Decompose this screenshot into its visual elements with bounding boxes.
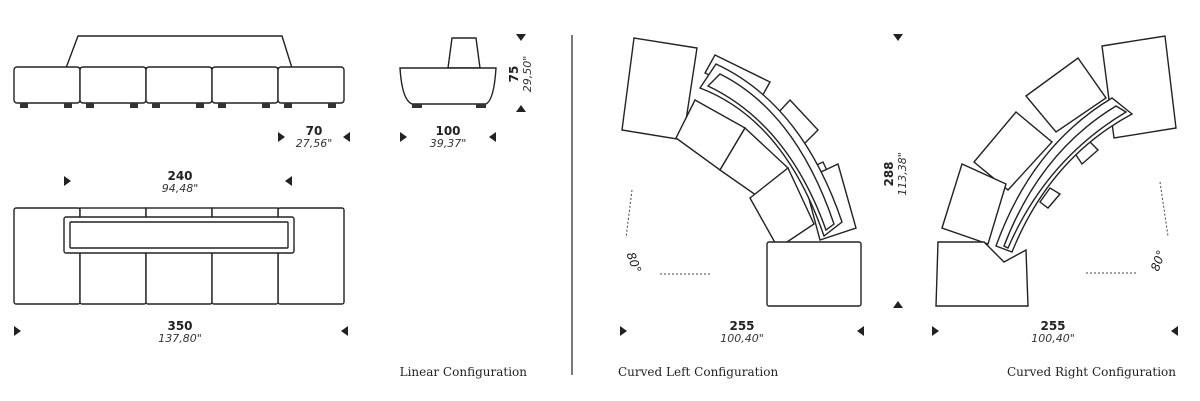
dimension-marker	[516, 34, 526, 41]
dimension-marker	[620, 326, 627, 336]
curved-backrest-inner	[706, 73, 835, 232]
curved-seat-cushion	[941, 163, 1007, 245]
dimension-marker	[516, 105, 526, 112]
straight-end-module	[935, 241, 1029, 307]
seat-cushion-top	[79, 251, 147, 305]
backrest-front	[64, 35, 293, 69]
curved-left-caption: Curved Left Configuration	[618, 365, 778, 379]
seat-module-front	[79, 66, 147, 104]
depth-in: 39,37"	[430, 137, 467, 150]
linear-side-view: 100 39,37" 75 29,50"	[399, 34, 534, 150]
sofa-feet	[20, 103, 336, 108]
backrest-width-cm: 240	[167, 169, 192, 183]
straight-end-module	[766, 241, 862, 307]
dimension-marker	[1171, 326, 1178, 336]
curved-backrest	[698, 63, 843, 238]
module-width-in: 27,56"	[296, 137, 333, 150]
angle-guide	[625, 189, 633, 239]
curved-backrest-inner	[1003, 105, 1128, 249]
seat-module-front	[13, 66, 81, 104]
foot	[476, 104, 486, 108]
dimension-marker	[893, 301, 903, 308]
backrest-inner	[69, 221, 289, 249]
total-width-in: 137,80"	[158, 332, 202, 345]
dimension-marker	[893, 34, 903, 41]
curved-backrest	[995, 97, 1134, 253]
curved-right-width-in: 100,40"	[1031, 332, 1075, 345]
height-cm: 75	[507, 66, 521, 83]
curved-depth-cm: 288	[882, 161, 896, 186]
curved-right-view: 80° 255 100,40"	[932, 35, 1178, 345]
linear-caption: Linear Configuration	[400, 365, 528, 379]
curved-left-view: 80° 255 100,40"	[620, 37, 864, 345]
curved-left-width-in: 100,40"	[720, 332, 764, 345]
curved-seat-cushion	[1024, 57, 1107, 133]
dimension-marker	[857, 326, 864, 336]
seat-module-front	[145, 66, 213, 104]
linear-front-view: 70 27,56"	[13, 35, 350, 150]
dimension-marker	[343, 132, 350, 142]
seat-module-front	[211, 66, 279, 104]
dimension-marker	[64, 176, 71, 186]
curved-depth-in: 113,38"	[896, 152, 909, 196]
angle-label: 80°	[1148, 248, 1168, 273]
curved-depth-dimension: 288 113,38"	[882, 34, 909, 308]
seat-module-front	[277, 66, 345, 104]
dimension-marker	[14, 326, 21, 336]
backrest-width-in: 94,48"	[162, 182, 199, 195]
curved-right-width-cm: 255	[1040, 319, 1065, 333]
curved-right-caption: Curved Right Configuration	[1007, 365, 1176, 379]
height-in: 29,50"	[521, 56, 534, 93]
dimension-marker	[278, 132, 285, 142]
dimension-marker	[341, 326, 348, 336]
linear-top-view: 240 94,48" 350 137,80"	[13, 169, 348, 345]
seat-cushion-top	[211, 251, 279, 305]
dimension-marker	[932, 326, 939, 336]
seat-cushion-top	[145, 251, 213, 305]
seat-side	[399, 67, 497, 105]
curved-back-cushion	[1039, 187, 1062, 209]
module-width-cm: 70	[306, 124, 323, 138]
depth-cm: 100	[435, 124, 460, 138]
angle-guide	[1159, 181, 1169, 237]
backrest-side	[447, 37, 481, 69]
dimension-marker	[400, 132, 407, 142]
total-width-cm: 350	[167, 319, 192, 333]
curved-left-width-cm: 255	[729, 319, 754, 333]
dimension-marker	[285, 176, 292, 186]
foot	[412, 104, 422, 108]
angle-label: 80°	[624, 250, 644, 275]
dimension-marker	[489, 132, 496, 142]
